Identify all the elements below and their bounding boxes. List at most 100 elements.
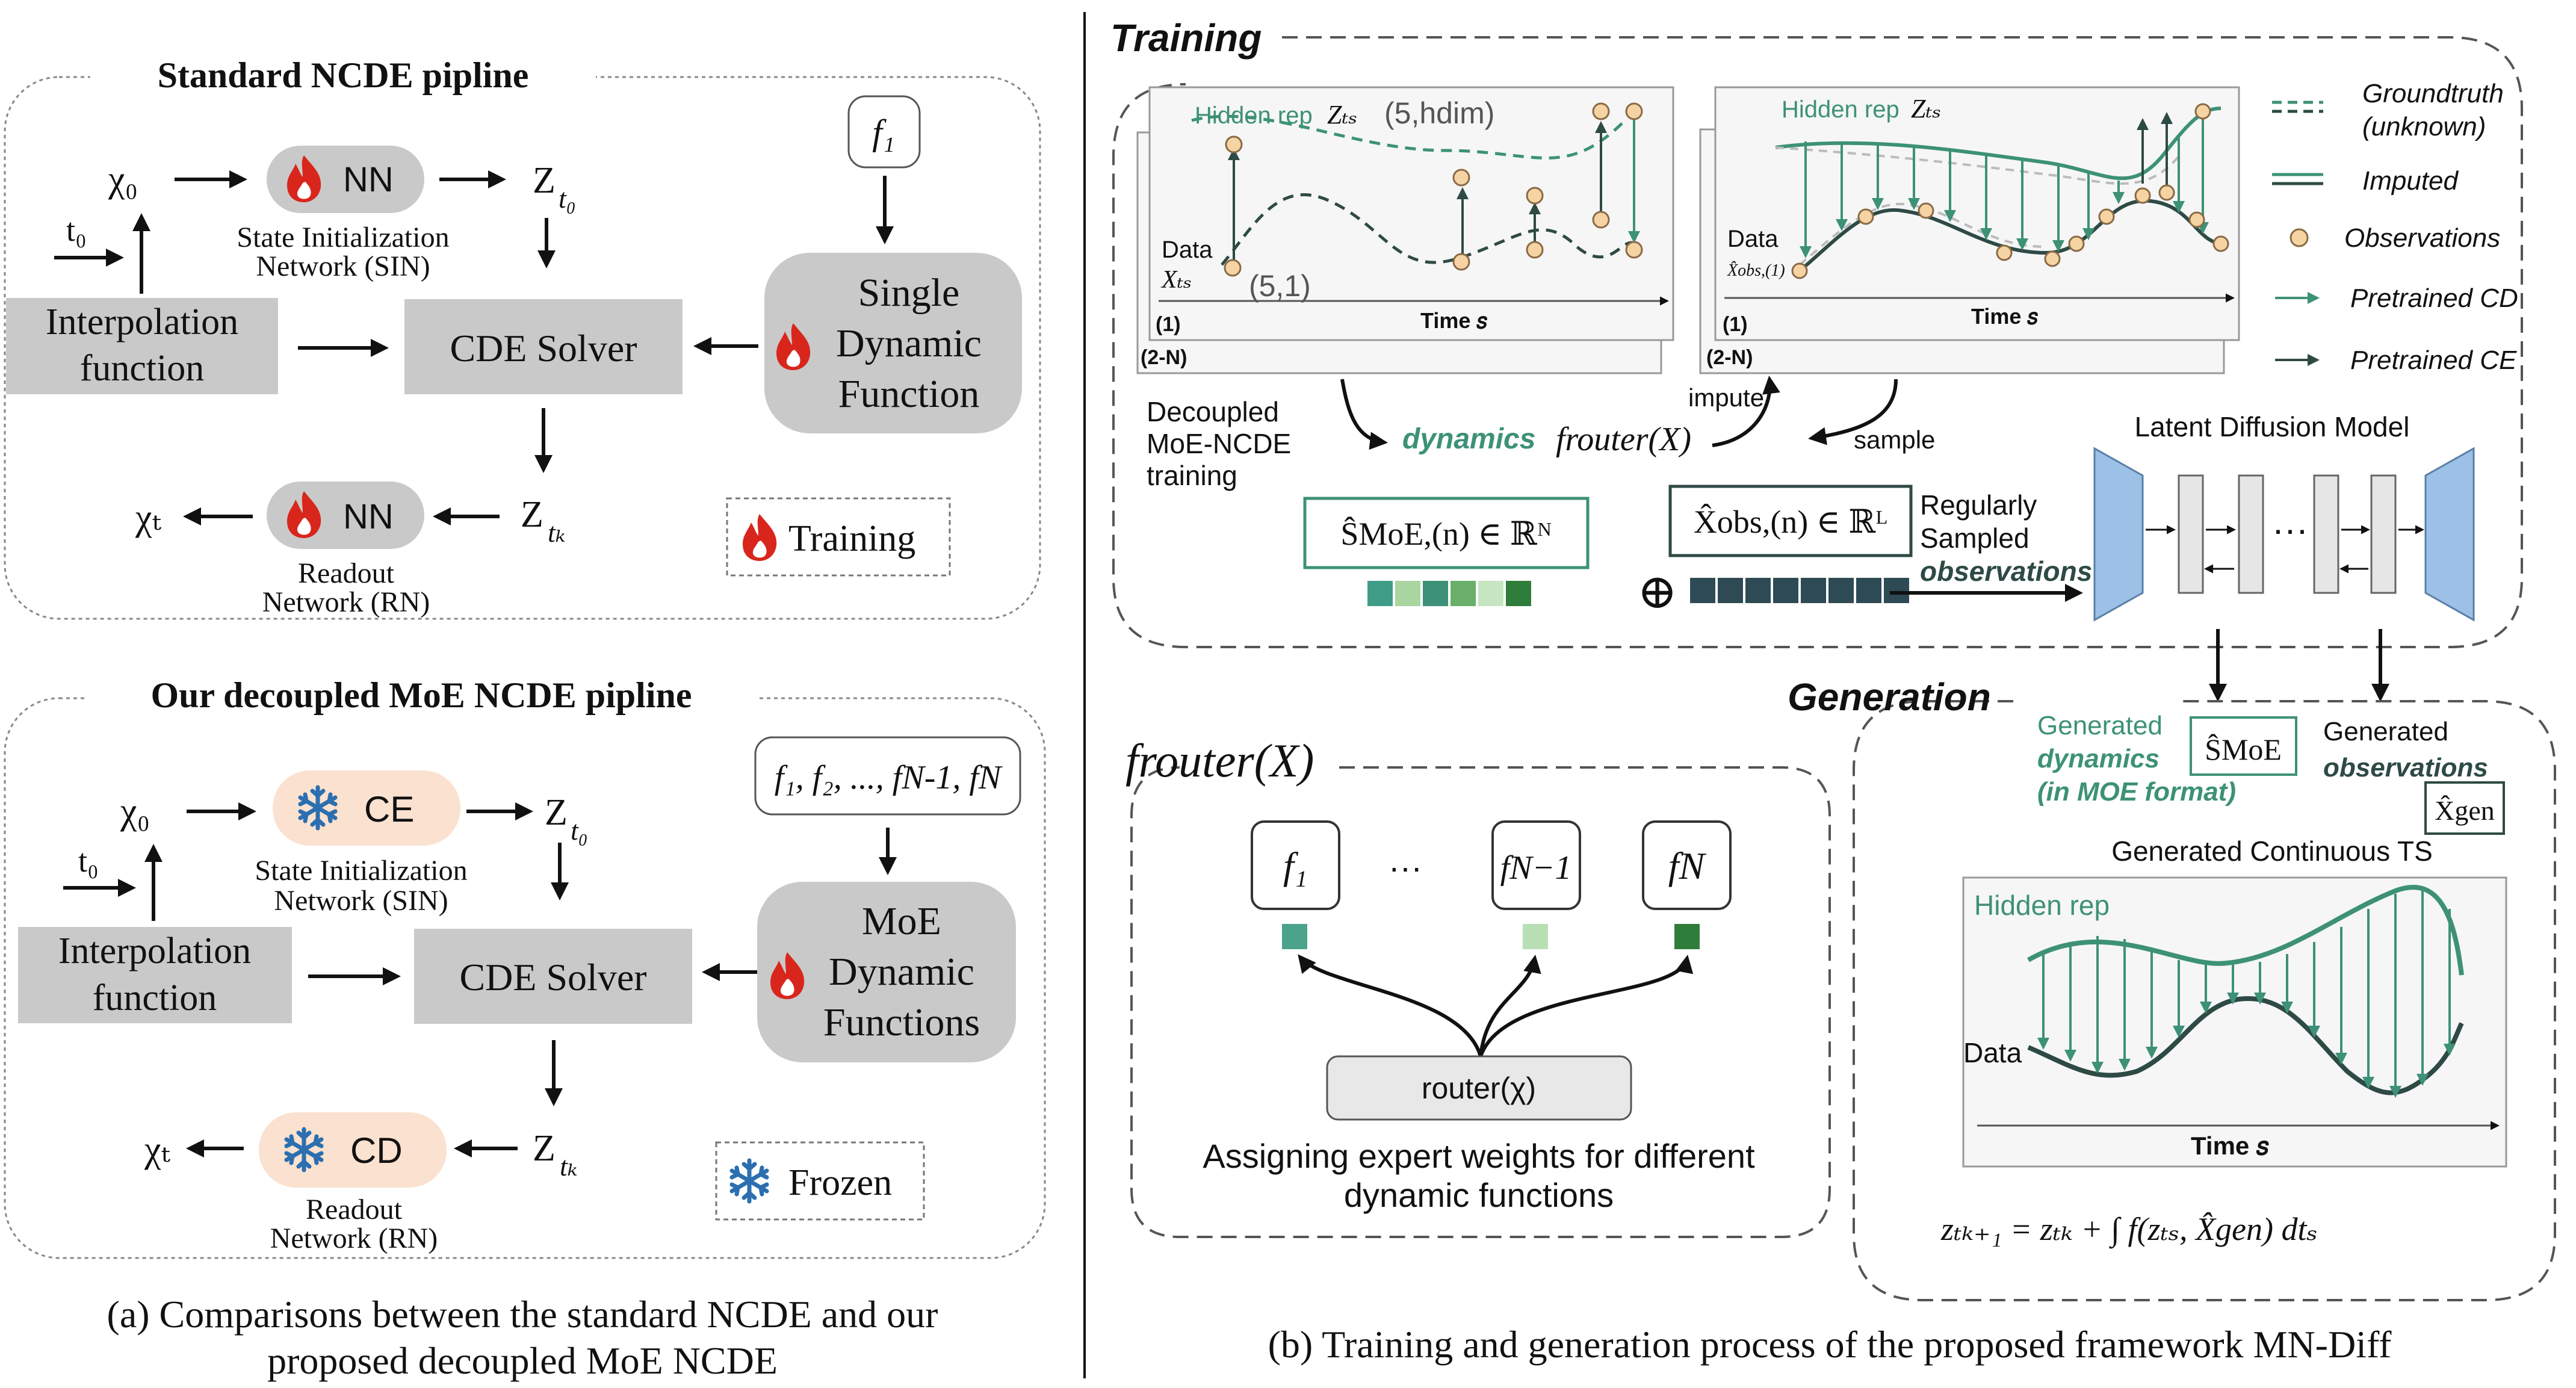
sample-label: sample bbox=[1854, 426, 1935, 454]
stack-2n-right: (2-N) bbox=[1706, 346, 1753, 369]
expert-f1 bbox=[1251, 820, 1340, 910]
z-ts-left: Zₜₛ bbox=[1327, 100, 1357, 129]
s-moe-gen-label: ŜMoE bbox=[2205, 733, 2282, 766]
single-line1: Single bbox=[858, 271, 960, 315]
training-frame bbox=[1112, 36, 2523, 648]
hidden-curve-left bbox=[1191, 114, 1626, 160]
expert-dots: ··· bbox=[1389, 848, 1422, 886]
z-tk-sub: tₖ bbox=[548, 517, 566, 548]
expert-fn1 bbox=[1491, 820, 1581, 910]
gen-data-label: Data bbox=[1963, 1037, 2022, 1068]
data-curve-left bbox=[1221, 193, 1639, 266]
rn-label-line1: Readout bbox=[298, 557, 395, 589]
unet-encoder bbox=[2093, 447, 2144, 622]
router-frame bbox=[1130, 766, 1831, 1238]
gen-equation: zₜₖ₊₁ = zₜₖ + ∫ f(zₜₛ, X̂gen) dtₛ bbox=[1940, 1211, 2318, 1249]
legend-groundtruth-2: (unknown) bbox=[2362, 112, 2486, 141]
moe-dynamic-node bbox=[757, 882, 1016, 1062]
single-line2: Dynamic bbox=[836, 321, 982, 365]
decoupled-line3: training bbox=[1147, 460, 1237, 491]
gen-dyn-line2: dynamics bbox=[2037, 744, 2160, 773]
interp-line1: Interpolation bbox=[46, 302, 238, 342]
s-moe-box bbox=[1303, 497, 1590, 569]
interp-line1-b: Interpolation bbox=[58, 931, 251, 971]
moe-line1: MoE bbox=[862, 899, 941, 943]
router-node bbox=[1326, 1055, 1632, 1121]
oplus: ⊕ bbox=[1637, 566, 1677, 619]
x-obs-formula: X̂obs,(n) ∈ ℝᴸ bbox=[1694, 503, 1887, 540]
gen-hidden-curve bbox=[2027, 885, 2464, 976]
gen-dyn-line1: Generated bbox=[2037, 711, 2163, 740]
gen-time-label: Time 𝑠 bbox=[2191, 1132, 2269, 1160]
legend-cd: Pretrained CD bbox=[2350, 283, 2518, 313]
z-t0-sub-2: t₀ bbox=[571, 815, 588, 846]
data-right: Data bbox=[1727, 226, 1779, 252]
ldm-title: Latent Diffusion Model bbox=[2135, 411, 2410, 442]
t0-label-2: t₀ bbox=[78, 843, 99, 879]
x-obs-right: X̂obs,(1) bbox=[1727, 261, 1785, 280]
moe-line3: Functions bbox=[823, 1000, 980, 1044]
gen-ts-title: Generated Continuous TS bbox=[2111, 835, 2433, 867]
cde-solver-box-2 bbox=[414, 929, 692, 1024]
ldm-dots: ··· bbox=[2272, 509, 2308, 550]
data-shape: (5,1) bbox=[1249, 269, 1311, 303]
time-s-right: Time 𝑠 bbox=[1971, 304, 2038, 329]
generation-title: Generation bbox=[1788, 675, 1991, 719]
x-ts-left: Xₜₛ bbox=[1160, 266, 1192, 294]
legend-observations: Observations bbox=[2344, 223, 2500, 253]
gen-obs-line1: Generated bbox=[2323, 717, 2448, 746]
regularly-line2: Sampled bbox=[1920, 522, 2030, 554]
chi-t-label-2: χₜ bbox=[144, 1129, 171, 1170]
single-line3: Function bbox=[838, 372, 980, 416]
z-t0-label-2: Z bbox=[545, 792, 568, 833]
chi0-label-2: χ₀ bbox=[120, 791, 150, 832]
plot-left-front bbox=[1148, 86, 1674, 341]
caption-a-line1: (a) Comparisons between the standard NCD… bbox=[107, 1293, 938, 1336]
z-t0-label: Z bbox=[533, 160, 556, 201]
ce-label: CE bbox=[364, 789, 414, 829]
expert-fn1-label: fN−1 bbox=[1500, 849, 1572, 887]
assign-line2: dynamic functions bbox=[1344, 1176, 1614, 1214]
router-title: frouter(X) bbox=[1125, 734, 1314, 787]
decoupled-line1: Decoupled bbox=[1147, 396, 1279, 427]
interp-line2-b: function bbox=[93, 977, 217, 1018]
legend-imputed: Imputed bbox=[2362, 166, 2459, 196]
x-gen-label: X̂gen bbox=[2435, 795, 2495, 826]
f-router-x: frouter(X) bbox=[1556, 421, 1691, 458]
moe-fn-list: f₁, f₂, ..., fN-1, fN bbox=[775, 759, 1003, 796]
s-moe-vector bbox=[1367, 581, 1531, 606]
rn-label-line1-b: Readout bbox=[306, 1194, 403, 1225]
gen-arrows bbox=[2037, 888, 2456, 1098]
cd-label: CD bbox=[350, 1130, 403, 1171]
sin-label-line2-b: Network (SIN) bbox=[274, 885, 448, 917]
f1-label: f₁ bbox=[872, 113, 895, 152]
x-gen-box bbox=[2424, 781, 2505, 835]
caption-a-line2: proposed decoupled MoE NCDE bbox=[267, 1339, 778, 1382]
interpolation-box-2 bbox=[18, 927, 292, 1023]
dynamics-word: dynamics bbox=[1402, 423, 1535, 455]
decoupled-line2: MoE-NCDE bbox=[1147, 428, 1291, 459]
sin-label-line1-b: State Initialization bbox=[255, 855, 467, 887]
weight-f1 bbox=[1282, 924, 1307, 949]
caption-b: (b) Training and generation process of t… bbox=[1268, 1323, 2392, 1366]
imputed-hidden-curve bbox=[1775, 107, 2221, 181]
interp-line2: function bbox=[80, 348, 205, 389]
rn-label-line2: Network (RN) bbox=[262, 586, 430, 618]
expert-f1-label: f₁ bbox=[1283, 844, 1307, 887]
expert-fn bbox=[1642, 820, 1732, 910]
plot-right-front bbox=[1714, 86, 2240, 341]
assign-line1: Assigning expert weights for different bbox=[1203, 1137, 1755, 1175]
interpolation-box bbox=[6, 298, 278, 394]
legend-ce: Pretrained CE bbox=[2350, 345, 2517, 375]
rn-label-line2-b: Network (RN) bbox=[270, 1222, 438, 1254]
z-tk-sub-2: tₖ bbox=[560, 1151, 578, 1182]
moe-fn-list-box bbox=[754, 736, 1021, 816]
regularly-line1: Regularly bbox=[1920, 489, 2037, 521]
frozen-legend-box bbox=[715, 1141, 925, 1221]
legend-groundtruth-1: Groundtruth bbox=[2362, 79, 2504, 108]
weight-fn bbox=[1674, 924, 1700, 949]
cde-solver-label-2: CDE Solver bbox=[459, 956, 646, 999]
s-moe-gen-box bbox=[2190, 716, 2297, 776]
chi-t-label: χₜ bbox=[135, 497, 162, 538]
